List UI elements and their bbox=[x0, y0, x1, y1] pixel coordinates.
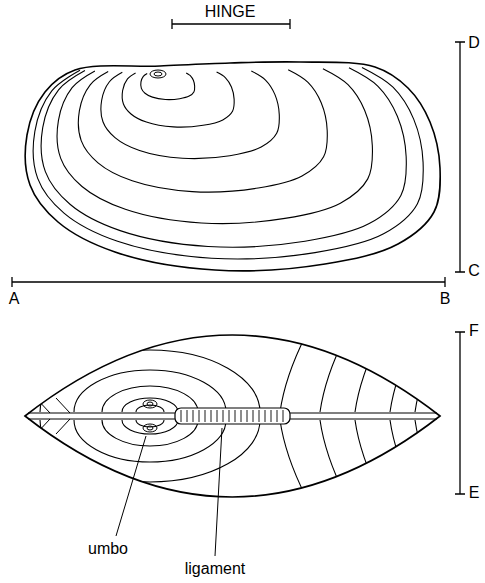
dimension-letter: D bbox=[468, 34, 480, 52]
growth-line bbox=[122, 72, 234, 127]
growth-line bbox=[390, 320, 424, 412]
dimension-letter: B bbox=[440, 290, 451, 308]
umbo-swirl bbox=[143, 424, 157, 432]
growth-line bbox=[320, 420, 354, 512]
umbo-swirl bbox=[150, 70, 166, 78]
growth-line bbox=[57, 69, 372, 224]
dimension-letter: A bbox=[9, 290, 20, 308]
growth-line bbox=[280, 420, 314, 512]
umbo-swirl bbox=[143, 400, 157, 408]
umbo-swirl bbox=[154, 72, 162, 76]
shell-outline bbox=[25, 62, 440, 271]
growth-line bbox=[280, 320, 314, 412]
dorsal-view bbox=[36, 320, 449, 512]
growth-line bbox=[56, 398, 70, 434]
growth-line bbox=[40, 350, 260, 412]
growth-line bbox=[78, 70, 327, 192]
ligament-shape bbox=[175, 408, 290, 424]
width-bar bbox=[455, 332, 465, 494]
leader-line bbox=[215, 428, 222, 556]
dimension-letter: F bbox=[469, 322, 479, 340]
umbo-swirl bbox=[147, 426, 153, 430]
hinge-bracket bbox=[172, 19, 290, 29]
growth-line bbox=[122, 420, 178, 434]
growth-line bbox=[415, 320, 449, 412]
growth-line bbox=[33, 67, 423, 259]
umbo-swirl bbox=[147, 402, 153, 406]
part-label: ligament bbox=[185, 560, 245, 578]
shell-outline bbox=[25, 335, 440, 497]
growth-line bbox=[101, 71, 279, 159]
growth-line bbox=[40, 420, 260, 482]
ligament-hatch bbox=[181, 410, 283, 422]
region-label: HINGE bbox=[205, 3, 256, 21]
part-label: umbo bbox=[88, 540, 128, 558]
growth-line bbox=[141, 73, 195, 99]
growth-line bbox=[415, 420, 449, 512]
growth-line bbox=[122, 398, 178, 412]
growth-line bbox=[41, 68, 406, 247]
growth-line bbox=[320, 320, 354, 412]
leader-line bbox=[116, 436, 146, 536]
growth-line bbox=[74, 420, 226, 462]
height-bar bbox=[455, 42, 465, 272]
dimension-letter: E bbox=[469, 484, 480, 502]
growth-line bbox=[74, 370, 226, 412]
growth-line bbox=[390, 420, 424, 512]
length-bar bbox=[12, 277, 445, 287]
dimension-letter: C bbox=[468, 262, 480, 280]
